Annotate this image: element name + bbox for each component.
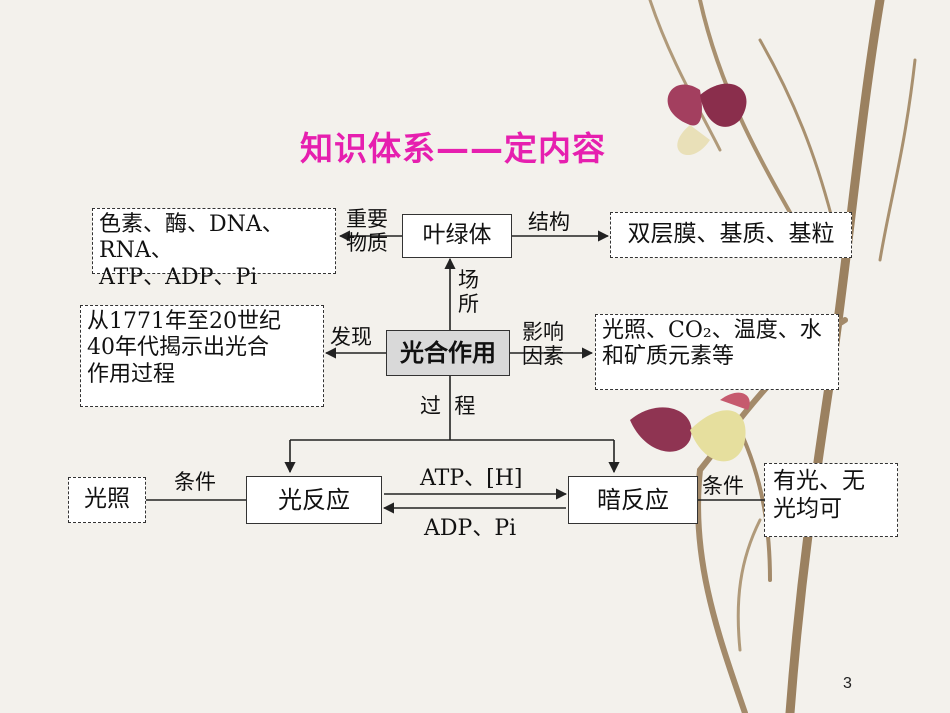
label-adp-pi: ADP、Pi	[424, 516, 517, 541]
dark-reaction-node: 暗反应	[568, 476, 698, 524]
label-influencing-factors: 影响 因素	[522, 320, 564, 369]
substances-box: 色素、酶、DNA、RNA、 ATP、ADP、Pi	[92, 208, 336, 290]
photosynthesis-node: 光合作用	[386, 330, 510, 376]
diagram-title: 知识体系——定内容	[300, 129, 606, 168]
page-number: 3	[843, 675, 852, 692]
label-condition-right: 条件	[702, 474, 744, 498]
label-discovery: 发现	[330, 325, 372, 349]
label-atp-nadph: ATP、[H]	[420, 466, 523, 491]
discovery-box: 从1771年至20世纪 40年代揭示出光合 作用过程	[80, 305, 324, 407]
structure-box: 双层膜、基质、基粒	[610, 212, 852, 258]
label-site: 场 所	[458, 268, 479, 317]
label-important-substances: 重要 物质	[346, 207, 388, 256]
light-reaction-node: 光反应	[246, 476, 382, 524]
label-process: 过 程	[420, 394, 476, 418]
dark-condition-box: 有光、无 光均可	[764, 463, 898, 537]
label-condition-left: 条件	[174, 470, 216, 494]
factors-box: 光照、CO₂、温度、水 和矿质元素等	[595, 314, 839, 390]
light-condition-box: 光照	[68, 477, 146, 523]
label-structure: 结构	[528, 210, 570, 234]
chloroplast-node: 叶绿体	[402, 214, 512, 258]
butterfly-middle	[630, 392, 750, 462]
butterfly-top	[667, 83, 747, 156]
